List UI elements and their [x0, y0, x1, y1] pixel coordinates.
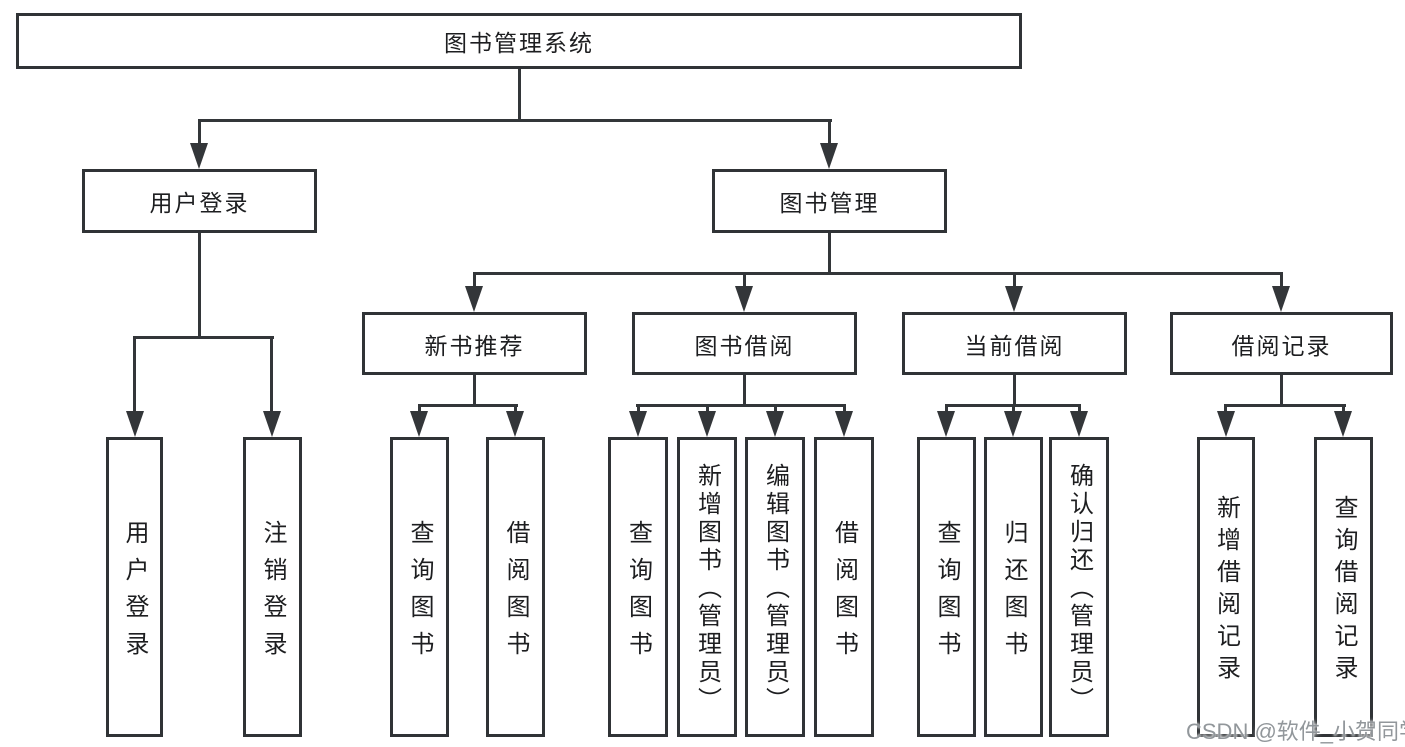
leaf-label: 借阅图书: [830, 519, 858, 668]
node-label: 借阅记录: [1231, 332, 1332, 359]
leaf-label: 查询图书: [624, 519, 652, 668]
leaf-add-borrow-record: 新增借阅记录: [1197, 437, 1255, 737]
connector: [1224, 404, 1227, 414]
connector: [514, 404, 517, 414]
connector: [945, 404, 948, 414]
arrow-down-icon: [1272, 286, 1290, 312]
connector: [473, 272, 1283, 275]
node-label: 新书推荐: [424, 332, 525, 359]
arrow-down-icon: [410, 411, 428, 437]
leaf-borrow-books-borrowing: 借阅图书: [814, 437, 874, 737]
connector: [1280, 272, 1283, 289]
node-current-borrowing: 当前借阅: [902, 312, 1127, 375]
connector: [518, 69, 521, 121]
node-label: 用户登录: [149, 190, 250, 216]
arrow-down-icon: [937, 411, 955, 437]
arrow-down-icon: [263, 411, 281, 437]
leaf-label: 归还图书: [1000, 519, 1027, 668]
arrow-down-icon: [1005, 286, 1023, 312]
leaf-confirm-return-admin: 确认归还（管理员）: [1049, 437, 1109, 737]
arrow-down-icon: [190, 143, 208, 169]
arrow-down-icon: [1217, 411, 1235, 437]
connector: [1078, 404, 1081, 414]
node-book-management-system: 图书管理系统: [16, 13, 1022, 69]
connector: [636, 404, 846, 407]
node-label: 图书借阅: [694, 332, 795, 359]
connector: [198, 119, 832, 122]
arrow-down-icon: [835, 411, 853, 437]
leaf-label: 新增借阅记录: [1212, 495, 1240, 687]
connector: [828, 119, 831, 147]
leaf-borrow-books-recommend: 借阅图书: [486, 437, 545, 737]
leaf-add-books-admin: 新增图书（管理员）: [677, 437, 737, 737]
connector: [743, 272, 746, 289]
leaf-label: 确认归还（管理员）: [1065, 463, 1093, 715]
connector: [637, 404, 640, 414]
node-new-book-recommend: 新书推荐: [362, 312, 587, 375]
leaf-label: 新增图书（管理员）: [693, 463, 721, 715]
arrow-down-icon: [735, 286, 753, 312]
leaf-query-books-borrowing: 查询图书: [608, 437, 668, 737]
leaf-query-books-recommend: 查询图书: [390, 437, 449, 737]
leaf-label: 注销登录: [259, 519, 286, 668]
leaf-label: 编辑图书（管理员）: [761, 463, 789, 715]
arrow-down-icon: [629, 411, 647, 437]
arrow-down-icon: [126, 411, 144, 437]
leaf-return-books: 归还图书: [984, 437, 1043, 737]
node-book-borrowing: 图书借阅: [632, 312, 857, 375]
connector: [1012, 404, 1015, 414]
leaf-logout: 注销登录: [243, 437, 302, 737]
connector: [1342, 404, 1345, 414]
connector: [418, 404, 518, 407]
arrow-down-icon: [766, 411, 784, 437]
connector: [1013, 375, 1016, 406]
leaf-query-books-current: 查询图书: [917, 437, 976, 737]
leaf-label: 查询图书: [933, 519, 960, 668]
leaf-user-login: 用户登录: [106, 437, 163, 737]
connector: [843, 404, 846, 414]
connector: [473, 272, 476, 289]
connector: [1224, 404, 1346, 407]
connector: [828, 233, 831, 274]
leaf-label: 查询借阅记录: [1330, 495, 1357, 687]
connector: [270, 336, 273, 414]
leaf-query-borrow-record: 查询借阅记录: [1314, 437, 1373, 737]
arrow-down-icon: [1334, 411, 1352, 437]
connector: [418, 404, 421, 414]
leaf-label: 查询图书: [406, 519, 433, 668]
arrow-down-icon: [698, 411, 716, 437]
connector: [1013, 272, 1016, 289]
node-user-login: 用户登录: [82, 169, 317, 233]
arrow-down-icon: [506, 411, 524, 437]
connector: [198, 233, 201, 338]
node-label: 当前借阅: [964, 332, 1065, 359]
connector: [198, 119, 201, 147]
node-borrowing-records: 借阅记录: [1170, 312, 1393, 375]
connector: [133, 336, 274, 339]
connector: [473, 375, 476, 406]
leaf-label: 借阅图书: [502, 519, 529, 668]
node-book-management: 图书管理: [712, 169, 947, 233]
arrow-down-icon: [820, 143, 838, 169]
arrow-down-icon: [1070, 411, 1088, 437]
leaf-label: 用户登录: [121, 519, 148, 668]
connector: [706, 404, 709, 414]
node-label: 图书管理系统: [444, 30, 594, 56]
leaf-edit-books-admin: 编辑图书（管理员）: [745, 437, 805, 737]
connector: [743, 375, 746, 406]
connector: [1280, 375, 1283, 406]
arrow-down-icon: [1004, 411, 1022, 437]
connector: [133, 336, 136, 414]
connector: [774, 404, 777, 414]
arrow-down-icon: [465, 286, 483, 312]
node-label: 图书管理: [779, 190, 880, 216]
watermark: CSDN @软件_小贺同学: [1186, 719, 1405, 744]
